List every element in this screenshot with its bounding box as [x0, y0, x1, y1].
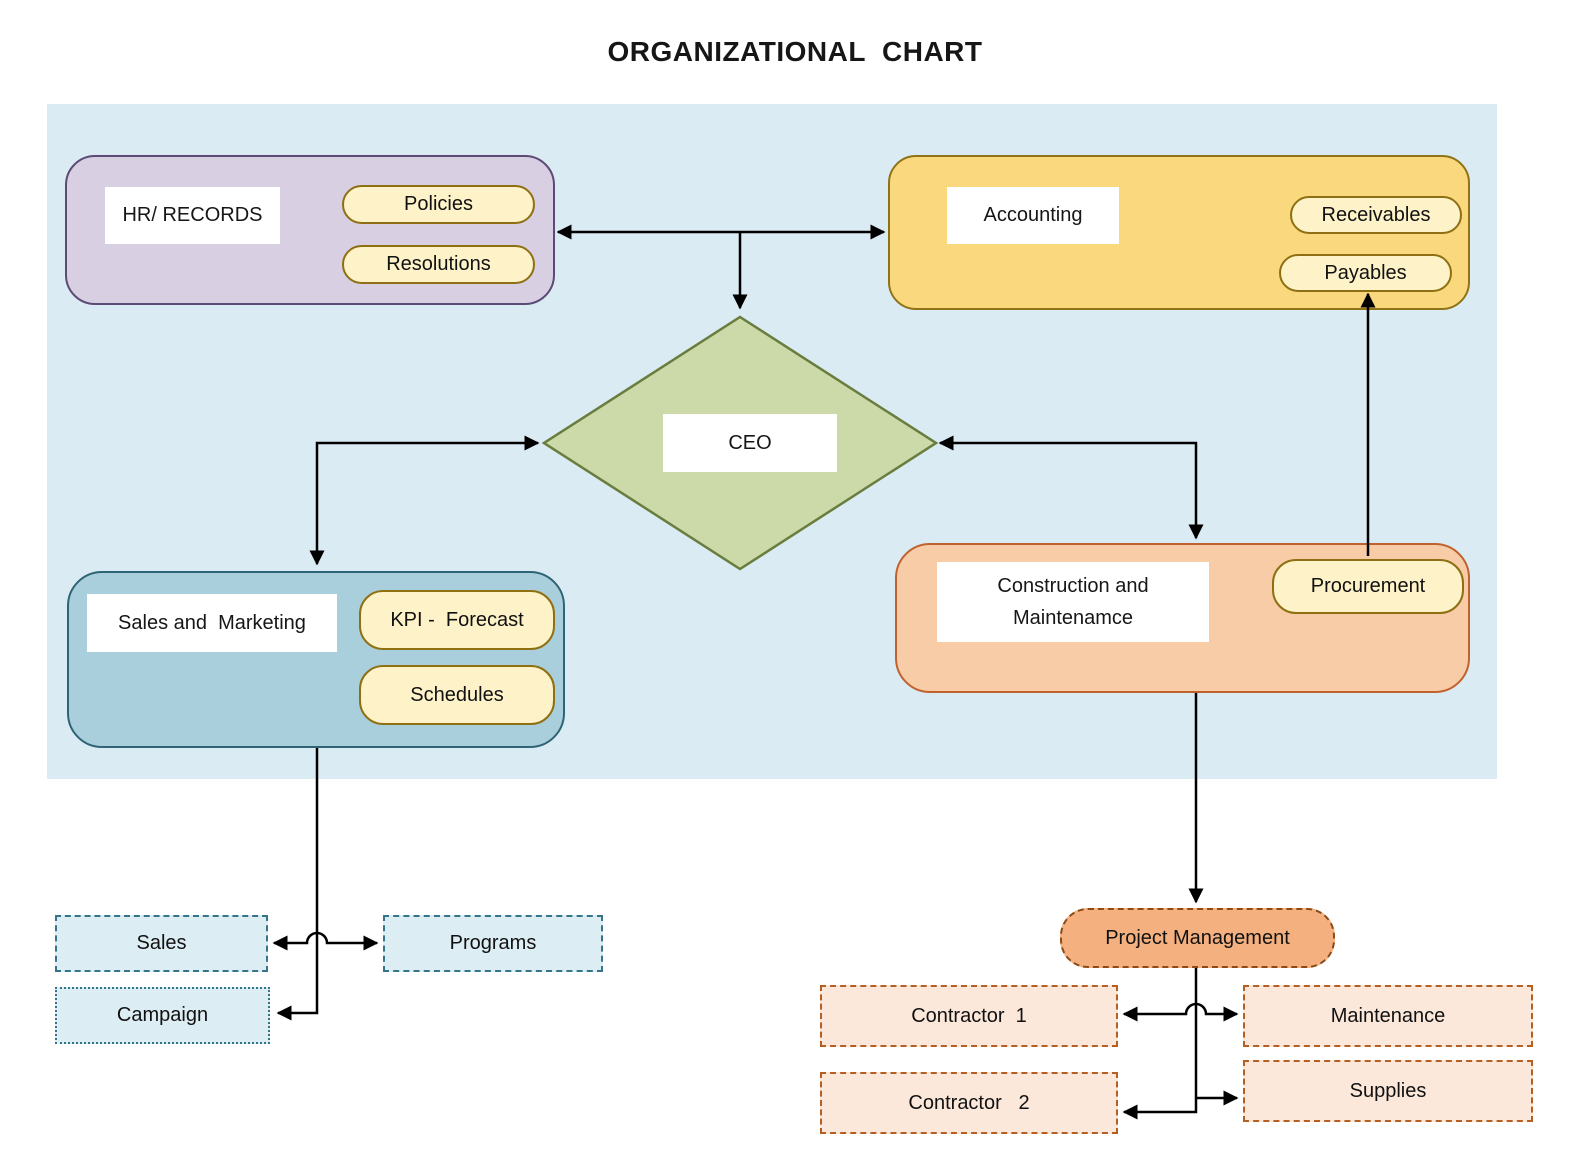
node-project-management[interactable]: Project Management [1060, 908, 1335, 968]
pill-schedules[interactable]: Schedules [359, 665, 555, 725]
accounting-label: Accounting [947, 187, 1119, 244]
node-programs[interactable]: Programs [383, 915, 603, 972]
pill-procurement[interactable]: Procurement [1272, 559, 1464, 614]
node-sales[interactable]: Sales [55, 915, 268, 972]
pill-receivables[interactable]: Receivables [1290, 196, 1462, 234]
node-contractor-2[interactable]: Contractor 2 [820, 1072, 1118, 1134]
page-title: ORGANIZATIONAL CHART [607, 36, 983, 67]
pill-policies[interactable]: Policies [342, 185, 535, 224]
construction-label: Construction and Maintenamce [937, 562, 1209, 642]
pill-resolutions[interactable]: Resolutions [342, 245, 535, 284]
node-maintenance[interactable]: Maintenance [1243, 985, 1533, 1047]
connector-pm-contractor2 [1122, 968, 1198, 1120]
node-campaign[interactable]: Campaign [55, 987, 270, 1044]
node-accounting[interactable]: Accounting Receivables Payables [888, 155, 1470, 310]
connector-sales-programs [272, 931, 379, 951]
node-ceo[interactable]: CEO [541, 315, 939, 571]
node-construction-maintenance[interactable]: Construction and Maintenamce Procurement [895, 543, 1470, 693]
pill-payables[interactable]: Payables [1279, 254, 1452, 292]
construction-label-line2: Maintenamce [1012, 607, 1134, 629]
node-hr-records[interactable]: HR/ RECORDS Policies Resolutions [65, 155, 555, 305]
construction-label-line1: Construction and [997, 575, 1149, 597]
connector-contractor1-maintenance [1122, 1002, 1239, 1022]
node-sales-marketing[interactable]: Sales and Marketing KPI - Forecast Sched… [67, 571, 565, 748]
sales-marketing-label: Sales and Marketing [87, 594, 337, 652]
node-contractor-1[interactable]: Contractor 1 [820, 985, 1118, 1047]
hr-records-label: HR/ RECORDS [105, 187, 280, 244]
ceo-label: CEO [663, 414, 837, 472]
node-supplies[interactable]: Supplies [1243, 1060, 1533, 1122]
connector-salesmarketing-campaign [276, 748, 319, 1021]
pill-kpi-forecast[interactable]: KPI - Forecast [359, 590, 555, 650]
